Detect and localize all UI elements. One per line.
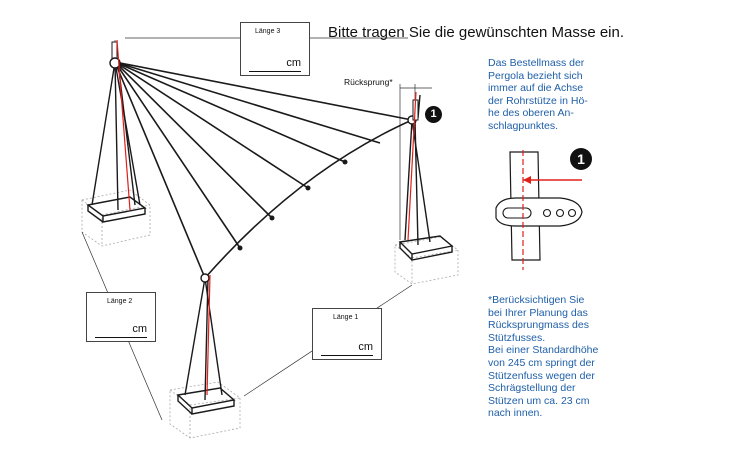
callout-marker-1-detail: 1 bbox=[570, 148, 592, 170]
laenge2-label: Länge 2 bbox=[107, 298, 133, 305]
page-heading: Bitte tragen Sie die gewünschten Masse e… bbox=[328, 24, 625, 41]
note-order-dimension: Das Bestellmass der Pergola bezieht sich… bbox=[488, 57, 608, 133]
note-line: Stützfusses. bbox=[488, 331, 546, 344]
note-line: von 245 cm springt der bbox=[488, 356, 595, 369]
laenge2-input-box[interactable]: Länge 2 cm bbox=[86, 292, 156, 342]
laenge2-input-line bbox=[95, 337, 147, 338]
note-line: Stützenfuss wegen der bbox=[488, 369, 595, 382]
sail-joints bbox=[237, 159, 348, 251]
note-line: schlagpunktes. bbox=[488, 119, 559, 132]
pole-bottom bbox=[176, 277, 236, 415]
note-line: Pergola bezieht sich bbox=[488, 69, 583, 82]
note-line: he des oberen An- bbox=[488, 107, 574, 120]
note-line: der Rohrstütze in Hö- bbox=[488, 94, 588, 107]
laenge1-label: Länge 1 bbox=[333, 314, 359, 321]
sail-lines bbox=[114, 61, 413, 279]
note-line: Rücksprungmass des bbox=[488, 319, 589, 332]
laenge3-label: Länge 3 bbox=[255, 28, 281, 35]
note-line: immer auf die Achse bbox=[488, 82, 584, 95]
pole-left bbox=[86, 61, 147, 223]
axis-lines-red bbox=[116, 39, 417, 396]
laenge3-unit: cm bbox=[286, 57, 301, 69]
laenge2-unit: cm bbox=[132, 323, 147, 335]
dimension-lines bbox=[81, 37, 432, 421]
pole-right bbox=[398, 94, 454, 261]
callout-marker-1: 1 bbox=[425, 106, 442, 123]
laenge3-input-box[interactable]: Länge 3 cm bbox=[240, 22, 310, 76]
note-line: nach innen. bbox=[488, 407, 543, 420]
note-line: Das Bestellmass der bbox=[488, 57, 585, 69]
note-line: Stützen um ca. 23 cm bbox=[488, 394, 590, 407]
laenge3-input-line bbox=[249, 71, 301, 72]
note-line: *Berücksichtigen Sie bbox=[488, 294, 585, 306]
note-line: Schrägstellung der bbox=[488, 382, 576, 395]
note-line: Bei einer Standardhöhe bbox=[488, 344, 599, 357]
laenge1-unit: cm bbox=[358, 341, 373, 353]
laenge1-input-line bbox=[321, 355, 373, 356]
note-line: bei Ihrer Planung das bbox=[488, 306, 588, 319]
ruecksprung-label: Rücksprung* bbox=[344, 77, 393, 87]
laenge1-input-box[interactable]: Länge 1 cm bbox=[312, 308, 382, 360]
detail-drawing bbox=[495, 150, 583, 270]
note-ruecksprung: *Berücksichtigen Sie bei Ihrer Planung d… bbox=[488, 294, 648, 420]
